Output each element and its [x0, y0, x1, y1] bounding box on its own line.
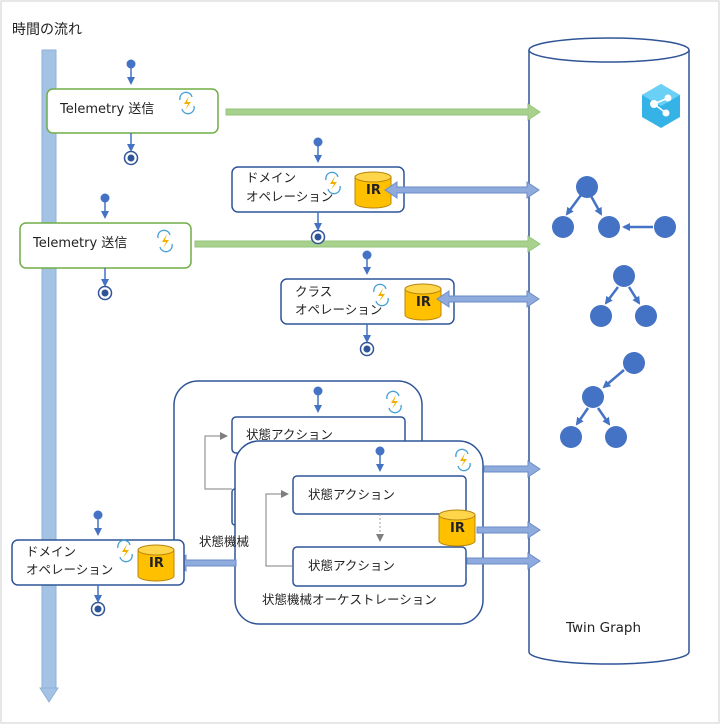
domain-op-2-line2: オペレーション	[26, 562, 114, 577]
telemetry-1-label: Telemetry 送信	[60, 102, 155, 117]
orchestration-front-card	[234, 440, 484, 625]
back-orch-title: 状態機械	[199, 534, 250, 549]
domain-op-2-line1: ドメイン	[26, 544, 77, 559]
orch-arrow-3	[466, 552, 541, 570]
timeline-arrow	[39, 49, 59, 703]
telemetry-arrow-1	[225, 103, 541, 121]
class-op-line1: クラス	[295, 284, 333, 299]
domain-op-1-line1: ドメイン	[246, 170, 297, 185]
telemetry-box-1	[46, 59, 219, 166]
twin-graph-2	[590, 265, 657, 327]
twin-graph-1	[552, 176, 676, 238]
domain-op-2-ir: IR	[149, 556, 164, 571]
sync-arrow-2	[436, 290, 540, 308]
domain-op-1-ir: IR	[366, 183, 381, 198]
telemetry-arrow-2	[194, 235, 541, 253]
front-orch-title: 状態機械オーケストレーション	[262, 592, 437, 607]
front-orch-ir: IR	[450, 521, 465, 536]
time-axis-title: 時間の流れ	[12, 22, 82, 38]
orch-arrow-1	[483, 460, 541, 478]
back-action-label: 状態アクション	[246, 427, 333, 442]
telemetry-box-2	[19, 193, 192, 301]
domain-op-box-1	[231, 137, 405, 245]
orch-to-domain-arrow	[173, 554, 237, 572]
telemetry-2-label: Telemetry 送信	[33, 236, 128, 251]
domain-op-1-line2: オペレーション	[246, 189, 334, 204]
front-action-2-label: 状態アクション	[308, 558, 395, 573]
twin-graph-store	[528, 37, 690, 665]
orch-arrow-2	[476, 521, 541, 539]
class-op-ir: IR	[416, 295, 431, 310]
front-action-1-label: 状態アクション	[308, 487, 395, 502]
twin-graph-3	[560, 352, 645, 448]
twin-graph-label: Twin Graph	[566, 620, 642, 636]
sync-arrow-1	[384, 181, 540, 199]
class-op-line2: オペレーション	[295, 302, 383, 317]
digital-twins-icon	[642, 84, 680, 128]
domain-op-box-2	[11, 510, 185, 617]
